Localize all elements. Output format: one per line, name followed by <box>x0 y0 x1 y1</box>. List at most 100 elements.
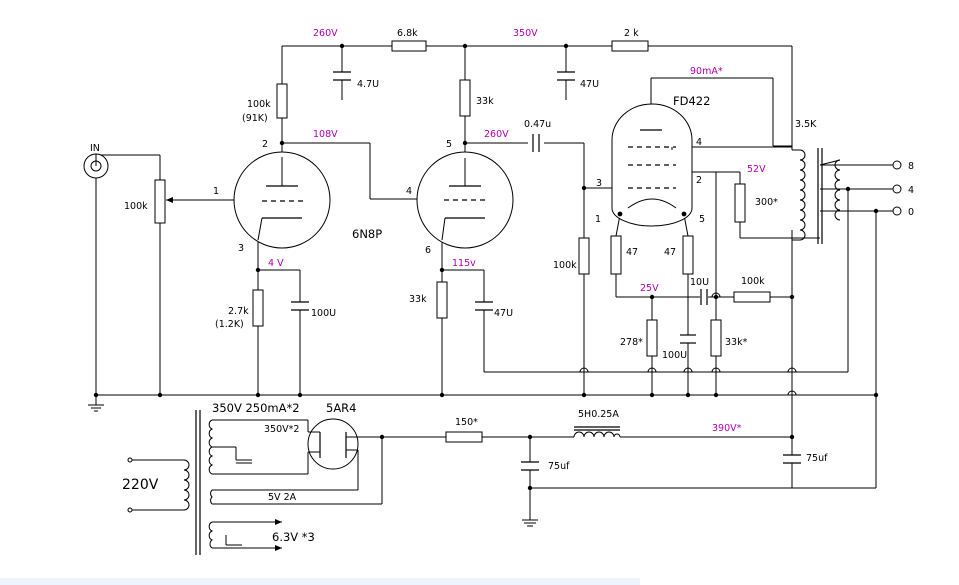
voltage-label-350v: 350V <box>513 28 538 39</box>
label-75uf-b: 75uf <box>806 453 828 464</box>
tube-fd422 <box>611 103 693 227</box>
label-fd422: FD422 <box>673 94 710 108</box>
label-5v-2a: 5V 2A <box>268 492 297 503</box>
label-300: 300* <box>755 197 778 208</box>
choke-5h <box>573 426 621 438</box>
voltage-label-260v-a: 260V <box>313 28 338 39</box>
label-47u-cathode: 47U <box>494 308 513 319</box>
label-100u-a: 100U <box>311 308 336 319</box>
label-100k-feedback: 100k <box>741 276 765 287</box>
pin-3: 3 <box>238 243 244 254</box>
capacitor-75uf-b <box>783 454 801 464</box>
input-jack <box>83 153 109 179</box>
resistor-100k-grid <box>578 237 590 275</box>
resistor-150 <box>445 431 483 443</box>
voltage-label-25v: 25V <box>640 283 659 294</box>
label-2k: 2 k <box>624 28 639 39</box>
resistor-33k-cathode <box>436 281 448 319</box>
fd422-pin-4: 4 <box>696 137 702 148</box>
label-220v: 220V <box>122 477 159 493</box>
resistor-300 <box>734 183 746 223</box>
capacitor-10u <box>700 289 708 305</box>
capacitor-100u-a <box>291 301 309 311</box>
label-47-b: 47 <box>664 247 676 258</box>
label-1-2k: (1.2K) <box>215 319 244 330</box>
junction-dots <box>93 43 879 491</box>
label-5h-choke: 5H0.25A <box>578 409 619 420</box>
capacitor-4-7u <box>333 71 351 81</box>
voltage-label-52v: 52V <box>747 164 766 175</box>
fd422-pin-1: 1 <box>595 214 601 225</box>
voltage-label-115v: 115v <box>452 258 476 269</box>
pin-6: 6 <box>425 245 431 256</box>
resistor-2-7k <box>252 289 264 327</box>
label-3-5k: 3.5K <box>795 119 817 130</box>
output-label-0: 0 <box>908 207 914 218</box>
resistor-47-a <box>610 235 622 275</box>
capacitor-100u-b <box>680 334 696 344</box>
capacitors <box>291 71 801 471</box>
capacitor-47u-top <box>557 71 575 81</box>
resistor-33k-star <box>710 319 722 357</box>
pin-5: 5 <box>446 139 452 150</box>
pin-4: 4 <box>406 186 412 197</box>
capacitor-75uf-a <box>521 461 539 471</box>
voltage-label-4v: 4 V <box>268 258 284 269</box>
pin-2: 2 <box>262 139 268 150</box>
voltage-label-390v: 390V* <box>712 423 742 434</box>
resistor-33k-plate <box>459 79 471 117</box>
capacitor-47u-cathode <box>475 301 493 311</box>
resistor-47-b <box>682 235 694 275</box>
fd422-pin-3: 3 <box>596 178 602 189</box>
resistor-6-8k <box>391 40 427 52</box>
label-100k-grid: 100k <box>553 260 577 271</box>
label-47u-top: 47U <box>580 79 599 90</box>
resistor-2k <box>611 40 649 52</box>
label-in: IN <box>90 143 100 154</box>
label-5ar4: 5AR4 <box>326 401 357 415</box>
potentiometer-100k <box>154 179 166 224</box>
label-33k-plate: 33k <box>476 96 494 107</box>
resistor-100k-plate <box>276 83 288 119</box>
fd422-pin-5: 5 <box>699 214 705 225</box>
power-transformer <box>127 410 214 555</box>
voltage-label-108v: 108V <box>313 129 338 140</box>
tube-stage2 <box>416 151 514 249</box>
label-100k-plate: 100k <box>247 99 271 110</box>
label-91k: (91K) <box>242 113 268 124</box>
wire-crossings <box>579 292 797 396</box>
label-75uf-a: 75uf <box>548 461 570 472</box>
label-100u-b: 100U <box>662 350 687 361</box>
bottom-strip <box>0 578 640 585</box>
output-terminals <box>892 160 902 216</box>
fd422-pin-2: 2 <box>696 175 702 186</box>
resistor-100k-feedback <box>733 291 771 303</box>
label-350v-2: 350V*2 <box>264 424 299 435</box>
label-33k-star: 33k* <box>725 337 748 348</box>
rectifier-5ar4 <box>307 418 359 470</box>
tube-stage1 <box>233 151 331 249</box>
label-0-47u: 0.47u <box>524 119 551 130</box>
label-33k-cathode: 33k <box>409 294 427 305</box>
label-10u: 10U <box>690 277 709 288</box>
resistors <box>154 40 771 443</box>
label-47-a: 47 <box>626 247 638 258</box>
output-label-4: 4 <box>908 185 914 196</box>
label-pot-100k: 100k <box>124 201 148 212</box>
current-label-90ma: 90mA* <box>690 66 723 77</box>
label-350v-250ma: 350V 250mA*2 <box>212 401 300 415</box>
voltage-label-260v-b: 260V <box>484 129 509 140</box>
label-6-3v-3: 6.3V *3 <box>272 530 315 544</box>
label-278: 278* <box>620 337 643 348</box>
label-4-7u: 4.7U <box>357 79 379 90</box>
resistor-278 <box>646 319 658 357</box>
pin-1: 1 <box>213 186 219 197</box>
output-label-8: 8 <box>908 161 914 172</box>
wiring <box>88 45 893 551</box>
label-6n8p: 6N8P <box>352 227 382 241</box>
label-150: 150* <box>455 417 478 428</box>
label-6-8k: 6.8k <box>397 28 418 39</box>
label-2-7k: 2.7k <box>228 306 249 317</box>
text-labels: 260V 6.8k 350V 2 k 4.7U 47U 100k (91K) 3… <box>90 28 914 544</box>
